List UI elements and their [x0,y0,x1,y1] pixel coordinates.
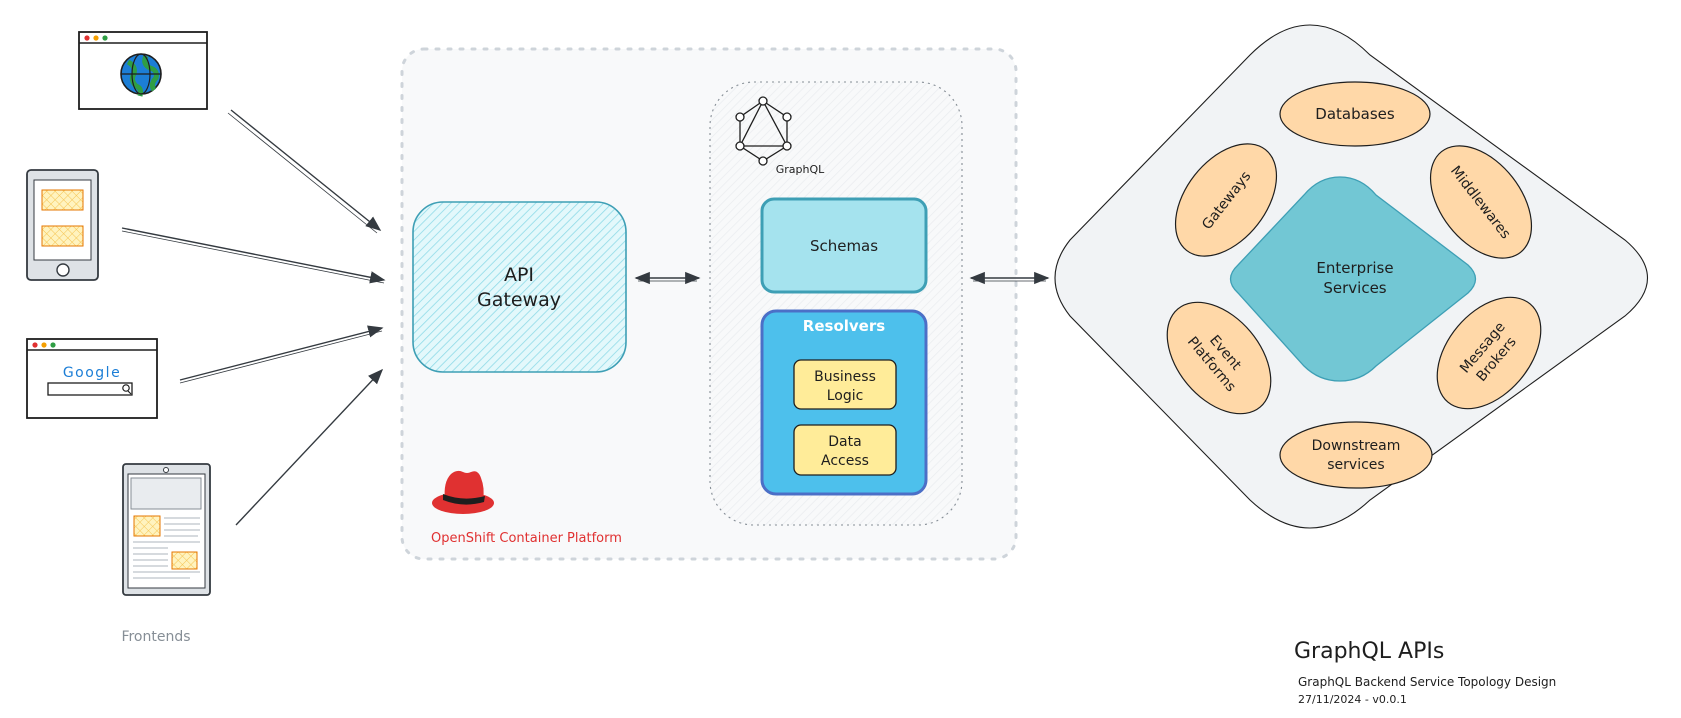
browser-globe-icon [78,31,208,110]
frontends-label: Frontends [121,629,190,645]
databases-node[interactable]: Databases [1279,81,1431,147]
resolvers-title: Resolvers [803,317,885,335]
data-access-line2: Access [821,453,869,469]
graphql-logo-icon [735,96,792,166]
event-platforms-node[interactable]: Event Platforms [1146,283,1291,434]
search-icon [122,384,130,392]
gateway-graphql-arrow [634,271,701,285]
enterprise-services-line1: Enterprise [1316,259,1393,277]
gateways-node[interactable]: Gateways [1155,125,1297,275]
google-wordmark: Google [63,365,121,381]
middlewares-node[interactable]: Middlewares [1410,127,1552,277]
data-access-line1: Data [828,434,861,450]
business-logic-box[interactable]: Business Logic [793,359,897,410]
diagram-subtitle: GraphQL Backend Service Topology Design [1298,675,1556,689]
downstream-line2: services [1327,457,1384,473]
redhat-logo-icon [432,470,494,514]
api-gateway-box[interactable]: API Gateway [412,201,627,373]
openshift-platform-label: OpenShift Container Platform [431,531,622,546]
enterprise-services-core[interactable]: Enterprise Services [1229,176,1477,382]
downstream-services-node[interactable]: Downstream services [1279,421,1433,489]
business-logic-line1: Business [814,369,876,385]
databases-label: Databases [1315,105,1395,123]
frontend-arrows [121,109,386,526]
diagram-title: GraphQL APIs [1294,639,1444,664]
data-access-box[interactable]: Data Access [793,424,897,476]
api-gateway-line2: Gateway [477,289,561,311]
downstream-line1: Downstream [1312,438,1401,454]
api-gateway-line1: API [504,264,534,286]
schemas-box[interactable]: Schemas [760,197,928,294]
mobile-phone-icon [26,169,99,281]
schemas-label: Schemas [810,237,878,255]
graphql-enterprise-arrow [969,271,1050,285]
message-brokers-node[interactable]: Message Brokers [1416,278,1561,429]
enterprise-services-line2: Services [1323,279,1386,297]
business-logic-line2: Logic [827,388,864,404]
tablet-icon [122,463,211,596]
resolvers-box[interactable]: Resolvers Business Logic Data Access [760,309,928,496]
diagram-version: 27/11/2024 - v0.0.1 [1298,693,1407,706]
graphql-logo-label: GraphQL [776,163,825,176]
browser-search-icon: Google [26,338,158,419]
